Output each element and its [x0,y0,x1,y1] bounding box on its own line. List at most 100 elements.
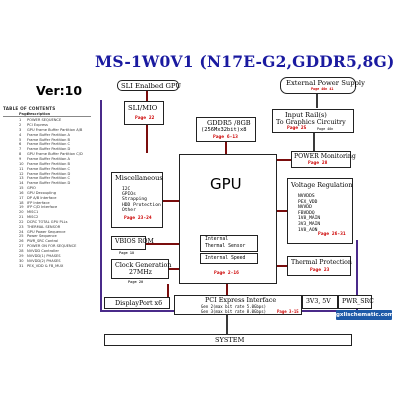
toc-description: GPU Decoupling [27,190,56,195]
toc-page-num: 1 [19,118,22,123]
internal-speed-label: Internal Speed [205,256,246,261]
toc-description: POWER ON FOR SEQUENCE [27,244,77,249]
toc-description: MISC2 [27,215,39,220]
toc-description: Power Sequence [27,234,57,239]
thermal-page: Page 23 [310,268,330,273]
vbios-page: Page 18 [119,251,135,255]
toc-page-num: 17 [19,195,24,200]
toc-page-num: 12 [19,171,24,176]
toc-page-num: 14 [19,181,24,186]
v33-label: 3V3, 5V [306,298,331,305]
gddr5-bus [225,142,227,154]
pcie-gen2: Gen 2(max bit rate 5.0Gbps) [201,304,267,309]
voltage-rail-item: FBVDDQ [298,210,315,216]
toc-page-num: 2 [19,123,22,128]
sli-enabled-gpu-label: SLI Enalbed GPU [121,82,182,90]
toc-page-num: 26 [19,239,24,244]
thermal-sensor-label: Thermal Sensor [205,244,246,249]
toc-page-num: 3 [19,127,22,132]
toc-page-num: 25 [19,234,24,239]
internal-speed-box: Internal Speed [200,253,258,264]
toc-header-row: Page Description [3,112,91,117]
displayport-box: DisplayPort x6 [104,297,170,309]
input-rails-page2: Page 40n [317,127,334,131]
pcie-bus [226,284,228,296]
misc-page: Page 23-24 [124,216,152,221]
toc-page-num: 24 [19,229,24,234]
input-rails-label2: To Graphics Circuitry [276,118,346,126]
v33-5v-box: 3V3, 5V [302,295,338,309]
toc-description: Frame Buffer Partition B [27,137,70,142]
voltage-rail-item: 1V8_AON [298,227,318,233]
frame-right-line [356,240,358,312]
toc-page-num: 8 [19,152,22,157]
toc-description: GPU Frame Buffer Partition C/D [27,152,83,157]
clock-gen-label: Clock Generation [115,261,172,269]
toc-page-num: 10 [19,161,24,166]
toc-description: NVVDD(2) PHASES [27,258,61,263]
toc-description: Frame Buffer Partition D [27,171,71,176]
voltage-rail-item: 1V8_MAIN [298,216,321,222]
toc-description: THERMAL SENSOR [27,224,61,229]
external-power-page: Page 40n 41 [311,87,334,91]
misc-item: I2C [122,187,131,192]
pwr-src-label: PWR_SRC [342,298,374,305]
input-rails-box: Input Rail(s) To Graphics Circuitry Page… [272,109,354,133]
internal-label: Internal [205,237,229,242]
input-rails-label: Input Rail(s) [285,111,327,119]
clock-bus [169,268,179,270]
toc-page-num: 13 [19,176,24,181]
power-monitoring-box: POWER Monitoring Page 28 [291,151,356,168]
system-box: SYSTEM [104,334,352,346]
input-rails-page: Page 25 [287,126,307,131]
internal-thermal-sensor-box: Internal Thermal Sensor [200,235,258,252]
sli-mio-box: SLI/MIO Page 22 [124,101,164,125]
toc-description: Frame Buffer Partition C [27,176,71,181]
misc-label: Miscellaneous [115,174,163,182]
sli-enabled-gpu-box: SLI Enalbed GPU [117,80,182,91]
voltage-rail-item: NVVDDS [298,194,315,199]
toc-page-num: 18 [19,200,24,205]
gddr5-box: GDDR5 /8GB (256Mx32bit)x8 Page 6-13 [196,117,256,142]
toc-page-num: 27 [19,244,24,249]
toc-description: NVVDD Controller [27,249,59,253]
toc-description: MISC1 [27,210,39,215]
sli-mio-label: SLI/MIO [128,104,158,112]
misc-item: Other [122,207,136,213]
external-power-box: External Power Supply Page 40n 41 [280,77,365,94]
ext-power-connector [316,94,318,108]
toc-col-desc: Description [27,112,51,116]
toc-page-num: 22 [19,219,24,224]
misc-item: GPIOs [122,192,136,198]
system-connector [226,314,228,334]
power-mon-bus [277,159,291,161]
toc-page-num: 21 [19,215,24,220]
toc-page-num: 6 [19,142,22,147]
power-mon-page: Page 28 [308,161,328,166]
toc-description: DP A/B Interface [27,195,57,200]
pcie-interface-box: PCI Express Interface Gen 2(max bit rate… [174,295,302,315]
toc-page-num: 20 [19,210,24,215]
misc-item: Strapping [122,197,147,203]
